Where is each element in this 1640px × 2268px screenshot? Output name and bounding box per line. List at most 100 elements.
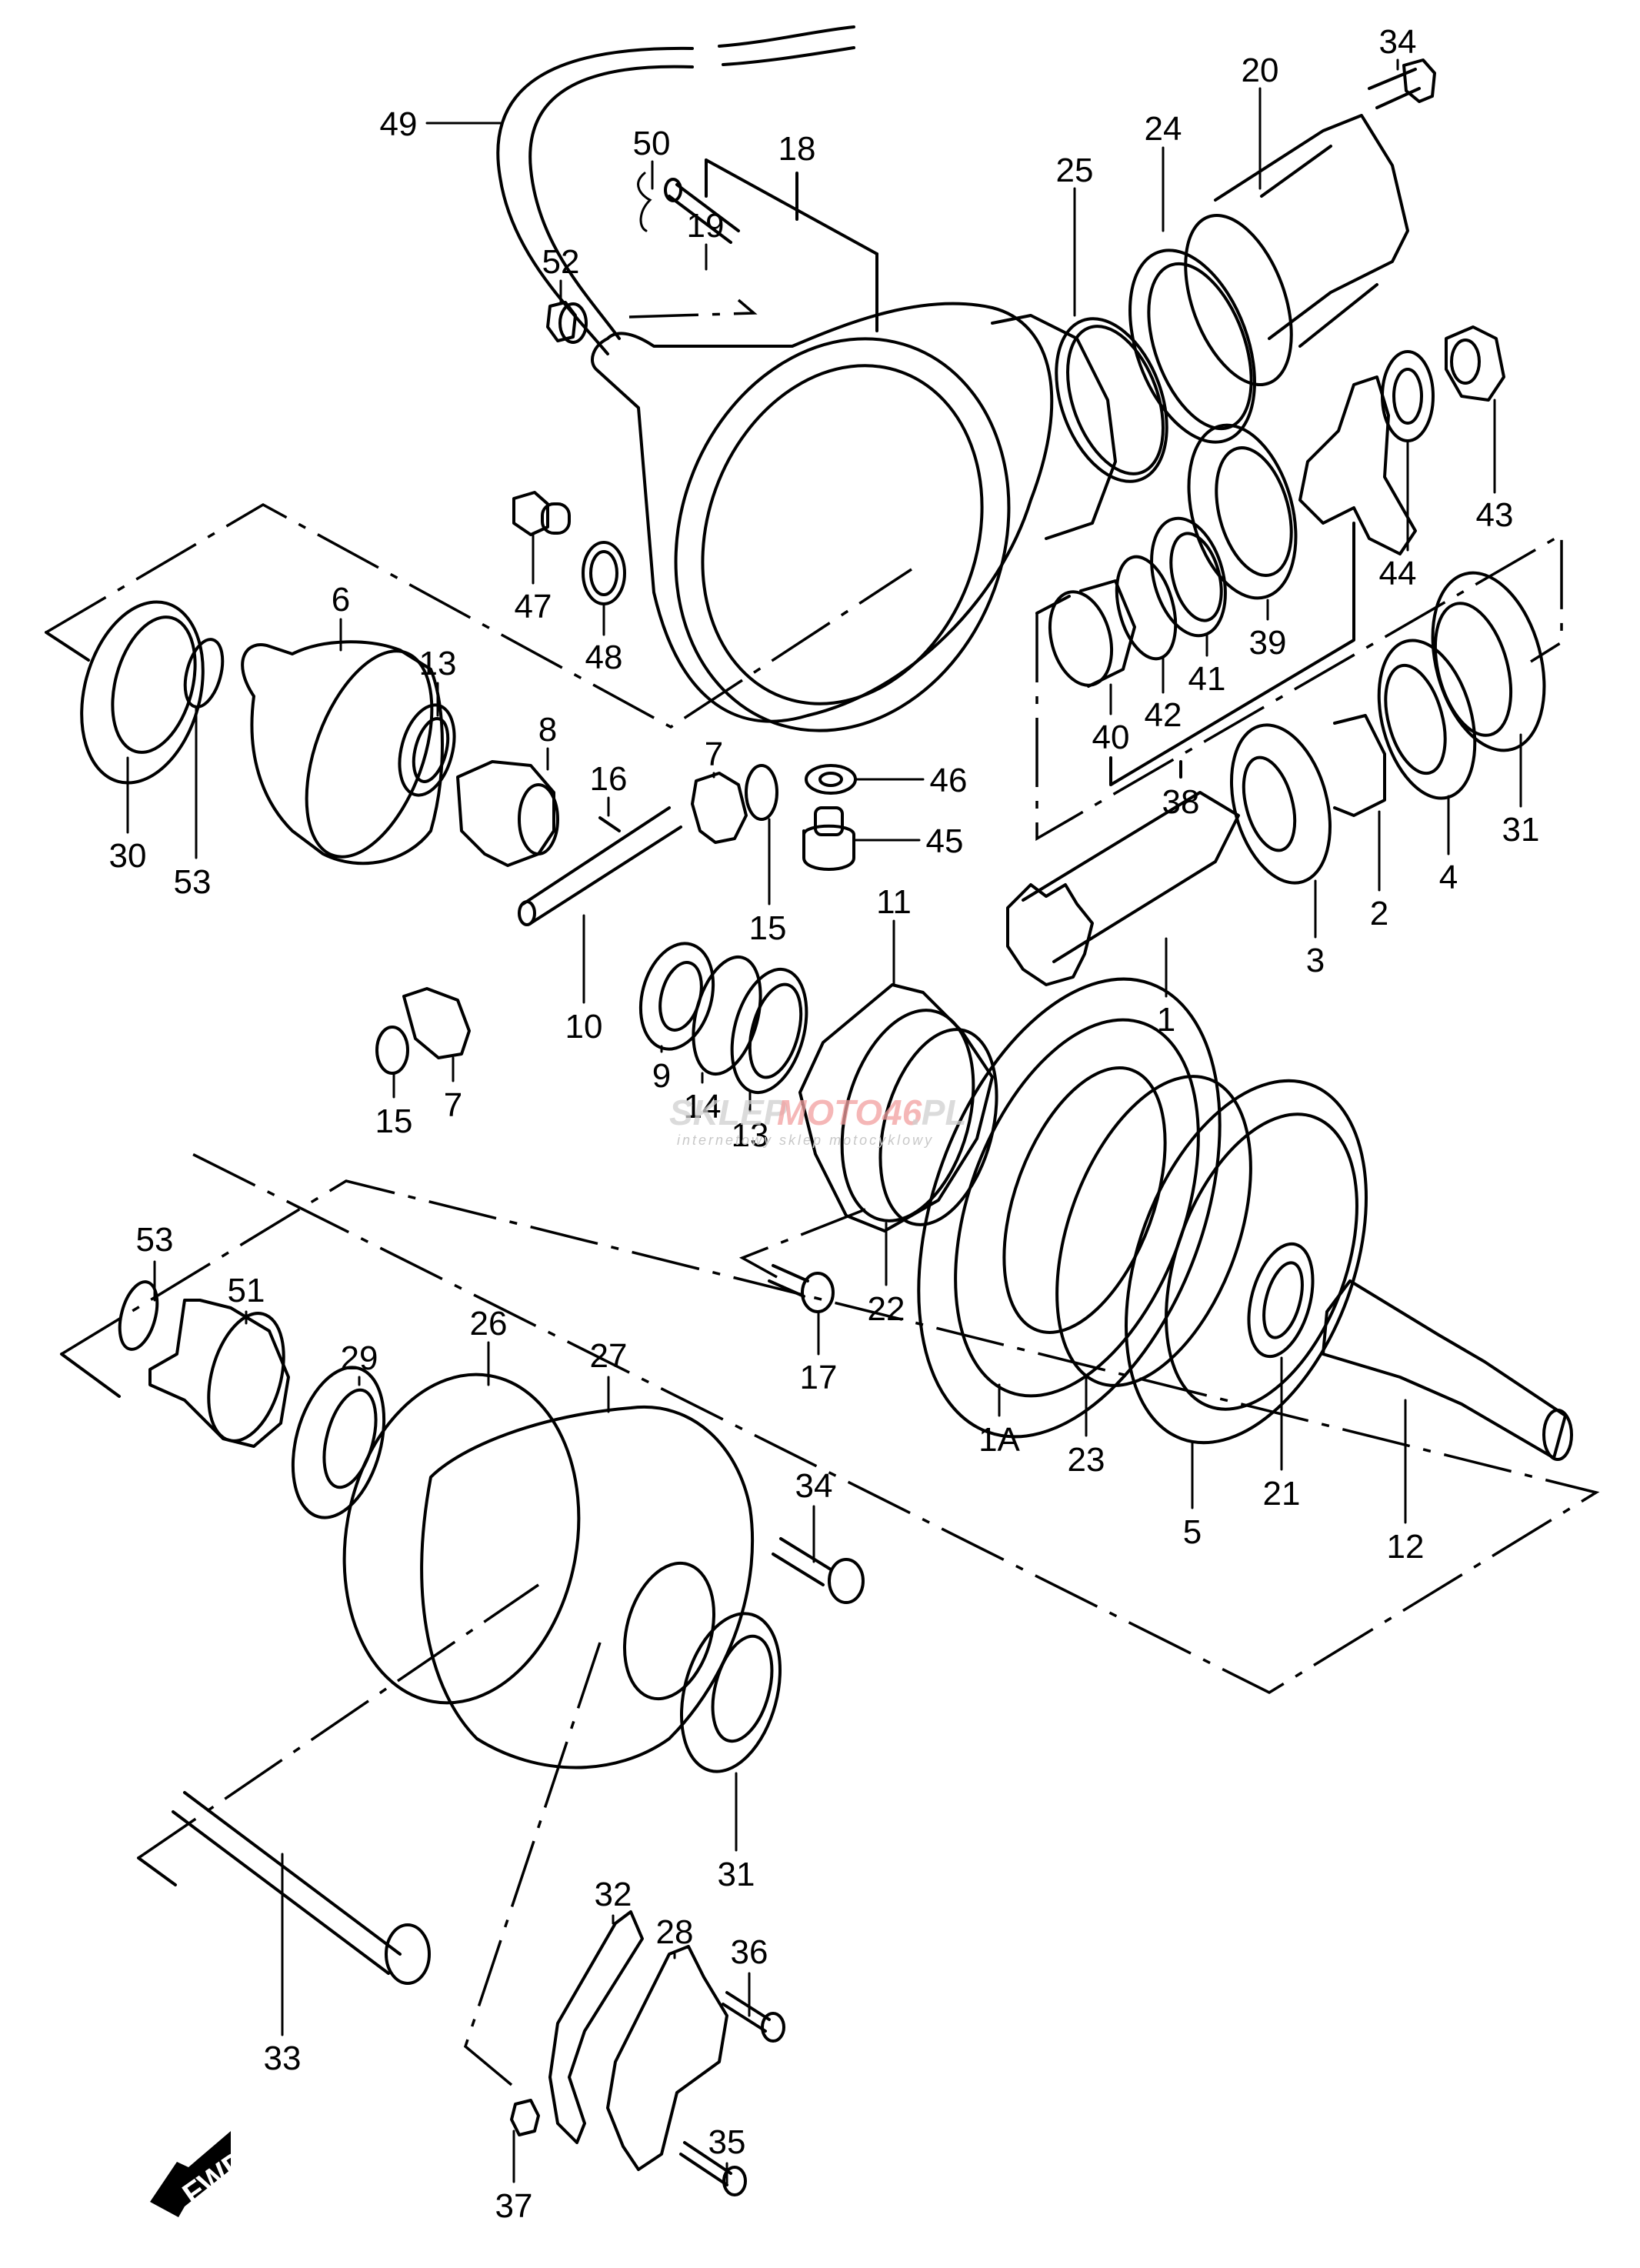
callout-40: 40 (1092, 719, 1130, 756)
callout-2: 2 (1370, 895, 1388, 932)
callout-13b: 13 (732, 1116, 769, 1154)
bracket-17 (738, 1208, 866, 1279)
callout-20: 20 (1242, 52, 1279, 89)
part-pinion-7b (402, 987, 471, 1059)
watermark-brand-mid: MOTO46 (777, 1092, 922, 1132)
callout-31: 31 (1502, 811, 1540, 849)
part-gasket-32 (548, 1910, 644, 2144)
callout-26: 26 (470, 1305, 508, 1342)
part-bolt-34-head (1402, 58, 1436, 103)
leader-lines (126, 58, 1522, 2186)
part-flange (1298, 375, 1417, 555)
part-gasket-24 (1128, 248, 1256, 444)
bracket-diff-tick (45, 631, 90, 662)
callout-23: 23 (1068, 1441, 1105, 1479)
callout-44: 44 (1379, 555, 1417, 592)
part-circlip-53b (118, 1280, 159, 1351)
callout-19: 19 (687, 207, 725, 245)
callout-8: 8 (538, 711, 557, 749)
part-nut-52-face (558, 302, 588, 344)
part-ringgear-1A (917, 977, 1222, 1439)
callout-38: 38 (1162, 783, 1200, 821)
callout-34b: 34 (795, 1467, 833, 1505)
part-spacer-40-body (1079, 579, 1136, 688)
fwd-arrow-icon (150, 2131, 231, 2217)
part-sidegear-9 (638, 942, 715, 1051)
callout-35: 35 (708, 2123, 746, 2161)
part-spacer-2 (1333, 714, 1386, 817)
part-bolt-36-head (761, 2012, 785, 2043)
part-washer-15 (745, 764, 778, 821)
watermark-brand-right: .PL (912, 1092, 967, 1132)
part-plug-45-thread (814, 806, 844, 836)
part-housing-18-ring (674, 337, 1011, 732)
part-bolt-34b-head (828, 1558, 865, 1604)
part-bolt-17-head (801, 1272, 835, 1313)
callout-52: 52 (542, 243, 580, 281)
callout-32: 32 (595, 1876, 632, 1913)
part-shaft-12 (1322, 1279, 1567, 1459)
callout-48: 48 (585, 639, 623, 676)
part-washer-44-in (1392, 368, 1423, 425)
callout-17: 17 (800, 1359, 838, 1396)
callout-5: 5 (1183, 1513, 1202, 1551)
bracket-33-tick (137, 1856, 177, 1886)
callout-39: 39 (1249, 624, 1287, 662)
callout-12: 12 (1387, 1528, 1425, 1566)
part-bearing-41-in (1169, 532, 1223, 622)
part-housing-18-nose (991, 314, 1117, 540)
part-retainer-20-face (1184, 214, 1293, 386)
callout-31b: 31 (718, 1856, 755, 1893)
part-ringgear-1A-bore (1002, 1066, 1167, 1334)
part-shim-22 (878, 1028, 998, 1226)
part-shim-42 (1115, 555, 1178, 661)
part-washer-13 (398, 703, 456, 797)
part-bolt-34 (1368, 68, 1421, 109)
part-pin-16 (598, 816, 621, 832)
callout-25: 25 (1056, 152, 1094, 189)
part-bearing-41 (1150, 516, 1227, 638)
callout-15b: 15 (375, 1102, 413, 1140)
callout-27: 27 (590, 1337, 628, 1375)
part-washer-15b (375, 1026, 409, 1075)
callout-7b: 7 (444, 1086, 462, 1124)
part-seal-39-in (1215, 446, 1293, 577)
part-shaft-12-end (1542, 1409, 1573, 1461)
callout-30: 30 (109, 837, 147, 875)
callout-51: 51 (228, 1272, 265, 1309)
part-pinion-7 (691, 772, 748, 844)
part-washer-44 (1381, 350, 1435, 442)
part-gasket-26 (342, 1372, 581, 1705)
watermark-brand-left: SKLEP (669, 1092, 788, 1132)
assembly-bracket-lines (45, 158, 1600, 2086)
part-nut-43 (1445, 325, 1505, 402)
callout-1A: 1A (978, 1421, 1020, 1459)
callout-14: 14 (684, 1088, 722, 1126)
part-pinion-1 (1022, 791, 1240, 963)
part-diffcase-11 (798, 983, 994, 1232)
part-dowel-37 (510, 2099, 540, 2136)
bracket-33 (138, 1583, 539, 1859)
callout-53: 53 (174, 863, 212, 901)
part-pinion-1-gear (1006, 883, 1094, 986)
part-retainer-51-face (207, 1312, 285, 1443)
part-diffcase-6 (241, 640, 444, 866)
watermark-tagline: internetowy sklep motocyklowy (677, 1132, 934, 1148)
callout-36: 36 (731, 1933, 768, 1971)
part-nut-43-hole (1450, 339, 1481, 385)
part-plug-47-thread (541, 502, 571, 535)
part-gasket-46 (805, 764, 857, 795)
part-clip-50 (637, 172, 652, 232)
part-pipe-19-end (664, 178, 682, 202)
callout-18: 18 (778, 130, 816, 168)
part-sidegear-8-face (518, 783, 559, 856)
callout-43: 43 (1476, 496, 1514, 534)
part-bearing-29 (291, 1366, 386, 1519)
fwd-indicator: FWD (150, 2131, 254, 2217)
part-washer-21 (1247, 1242, 1315, 1359)
callout-labels: 49 50 18 19 52 20 34 24 25 43 44 47 48 3… (109, 23, 1540, 2225)
bracket-lower-group (61, 1149, 1600, 1694)
part-bolt-17 (768, 1264, 809, 1298)
part-circlip-53 (183, 638, 225, 709)
